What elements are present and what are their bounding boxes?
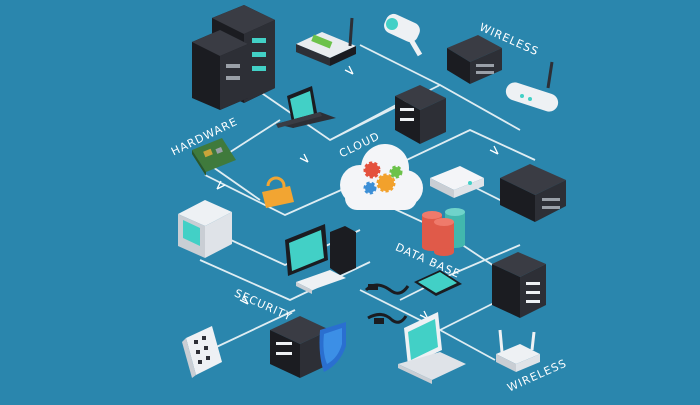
cloud-icon (340, 144, 423, 210)
camera-icon (384, 13, 423, 57)
tablet-icon (414, 270, 462, 296)
arrow-mark (216, 180, 226, 190)
keypad-icon (182, 326, 222, 378)
desktop-computer-icon (285, 224, 356, 294)
gear-icon (363, 161, 403, 195)
server-rack-icon (192, 5, 275, 110)
server-icon (395, 85, 446, 144)
server-icon (500, 164, 566, 222)
arrow-mark (299, 153, 309, 163)
wireless-access-point-icon (496, 329, 540, 372)
shield-icon (319, 322, 346, 372)
cable-icon (364, 283, 410, 324)
laptop-icon (276, 86, 336, 128)
server-rack-icon (492, 252, 546, 318)
switch-icon (447, 35, 502, 84)
modem-icon (430, 166, 484, 198)
wifi-router-icon (505, 61, 559, 112)
router-icon (296, 17, 356, 66)
arrow-mark (344, 65, 354, 75)
database-icon (422, 208, 465, 256)
monitor-icon (178, 200, 232, 258)
circuit-board-icon (192, 138, 236, 176)
lock-icon (262, 176, 294, 208)
arrow-mark (489, 145, 499, 155)
arrow-mark (239, 295, 249, 305)
laptop-icon (398, 312, 466, 384)
